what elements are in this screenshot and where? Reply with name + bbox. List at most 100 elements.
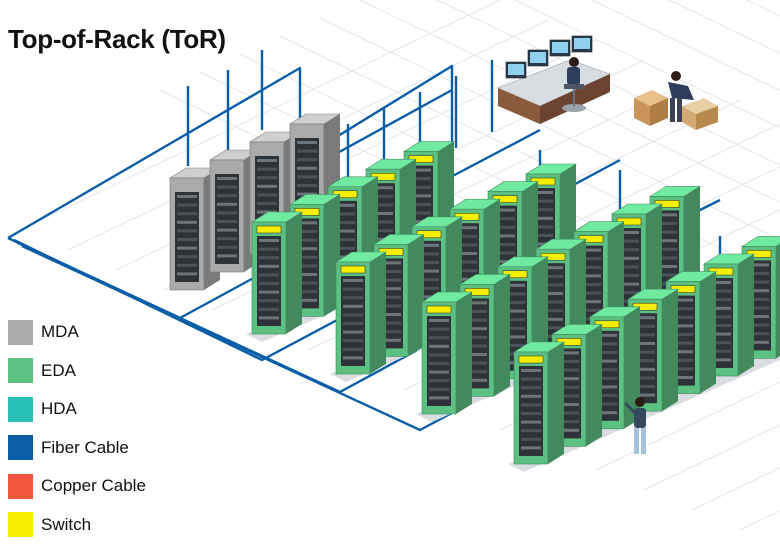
server-unit — [521, 429, 541, 433]
server-unit — [505, 301, 525, 304]
server-unit — [495, 234, 515, 238]
server-unit — [257, 193, 277, 197]
person-leg — [677, 98, 682, 122]
server-unit — [521, 403, 541, 407]
legend-label-switch: Switch — [41, 514, 92, 534]
rack-top — [740, 236, 780, 247]
server-unit — [429, 319, 449, 322]
legend-swatch-hda — [8, 396, 33, 422]
server-unit — [635, 324, 655, 328]
legend-swatch-eda — [8, 358, 33, 384]
server-unit — [597, 411, 617, 415]
server-unit — [257, 202, 277, 205]
server-unit — [217, 194, 237, 198]
tor-switch — [256, 225, 282, 234]
server-unit — [673, 367, 693, 371]
server-unit — [343, 356, 363, 360]
server-unit — [711, 341, 731, 345]
monitor-screen — [574, 38, 590, 49]
server-unit — [619, 282, 639, 286]
server-unit — [597, 402, 617, 406]
server-unit — [419, 243, 439, 247]
server-unit — [711, 332, 731, 336]
server-unit — [533, 225, 553, 229]
server-unit — [343, 313, 363, 317]
server-unit — [457, 269, 477, 273]
server-unit — [467, 378, 487, 382]
rack-side — [494, 274, 510, 397]
server-unit — [335, 246, 355, 250]
server-unit — [597, 359, 617, 363]
eda-rack — [512, 341, 566, 465]
server-unit — [297, 281, 317, 285]
operator-figure — [562, 57, 586, 112]
server-unit — [711, 358, 731, 362]
server-unit — [259, 282, 279, 285]
rack-server-panel — [215, 174, 239, 264]
server-unit — [533, 208, 553, 212]
server-unit — [343, 330, 363, 334]
server-unit — [673, 307, 693, 311]
server-unit — [335, 221, 355, 224]
server-unit — [343, 339, 363, 343]
server-unit — [343, 287, 363, 291]
server-unit — [521, 437, 541, 441]
server-unit — [673, 315, 693, 319]
person-arm — [624, 402, 636, 414]
tor-switch — [340, 265, 366, 274]
server-unit — [505, 292, 525, 296]
server-unit — [217, 220, 237, 223]
legend: MDA EDA HDA Fiber Cable Copper Cable Swi… — [8, 313, 146, 544]
legend-swatch-switch — [8, 512, 33, 538]
rack-side — [776, 243, 780, 359]
server-unit — [505, 283, 525, 287]
eda-rack — [702, 253, 756, 377]
server-unit — [581, 265, 601, 269]
server-unit — [297, 221, 317, 225]
server-unit — [343, 304, 363, 308]
server-unit — [657, 273, 677, 277]
server-unit — [343, 296, 363, 300]
server-unit — [521, 420, 541, 424]
worker-with-boxes — [634, 71, 718, 130]
rack-server-panel — [427, 316, 451, 406]
server-unit — [581, 291, 601, 295]
server-unit — [657, 222, 677, 225]
server-unit — [673, 333, 693, 336]
server-unit — [543, 274, 563, 278]
server-unit — [429, 344, 449, 348]
server-unit — [343, 279, 363, 282]
server-unit — [533, 234, 553, 237]
server-unit — [457, 252, 477, 255]
server-unit — [217, 211, 237, 215]
server-unit — [257, 159, 277, 162]
server-unit — [257, 210, 277, 214]
server-unit — [297, 141, 317, 144]
server-unit — [259, 273, 279, 277]
server-unit — [457, 243, 477, 247]
server-unit — [259, 316, 279, 320]
server-unit — [429, 396, 449, 400]
server-unit — [373, 186, 393, 190]
server-unit — [495, 217, 515, 221]
server-unit — [457, 277, 477, 281]
server-unit — [297, 175, 317, 179]
server-unit — [411, 185, 431, 189]
server-unit — [635, 342, 655, 345]
legend-label-mda: MDA — [41, 322, 79, 342]
desk-front — [498, 88, 540, 124]
server-unit — [177, 238, 197, 241]
server-unit — [297, 255, 317, 259]
server-unit — [597, 394, 617, 397]
person-torso — [634, 408, 646, 428]
server-unit — [543, 317, 563, 321]
server-unit — [543, 300, 563, 304]
server-unit — [343, 347, 363, 351]
server-unit — [217, 202, 237, 206]
rack-server-panel — [257, 236, 281, 326]
server-unit — [673, 298, 693, 302]
server-unit — [711, 315, 731, 319]
server-unit — [711, 289, 731, 293]
server-unit — [381, 338, 401, 342]
server-unit — [657, 247, 677, 251]
